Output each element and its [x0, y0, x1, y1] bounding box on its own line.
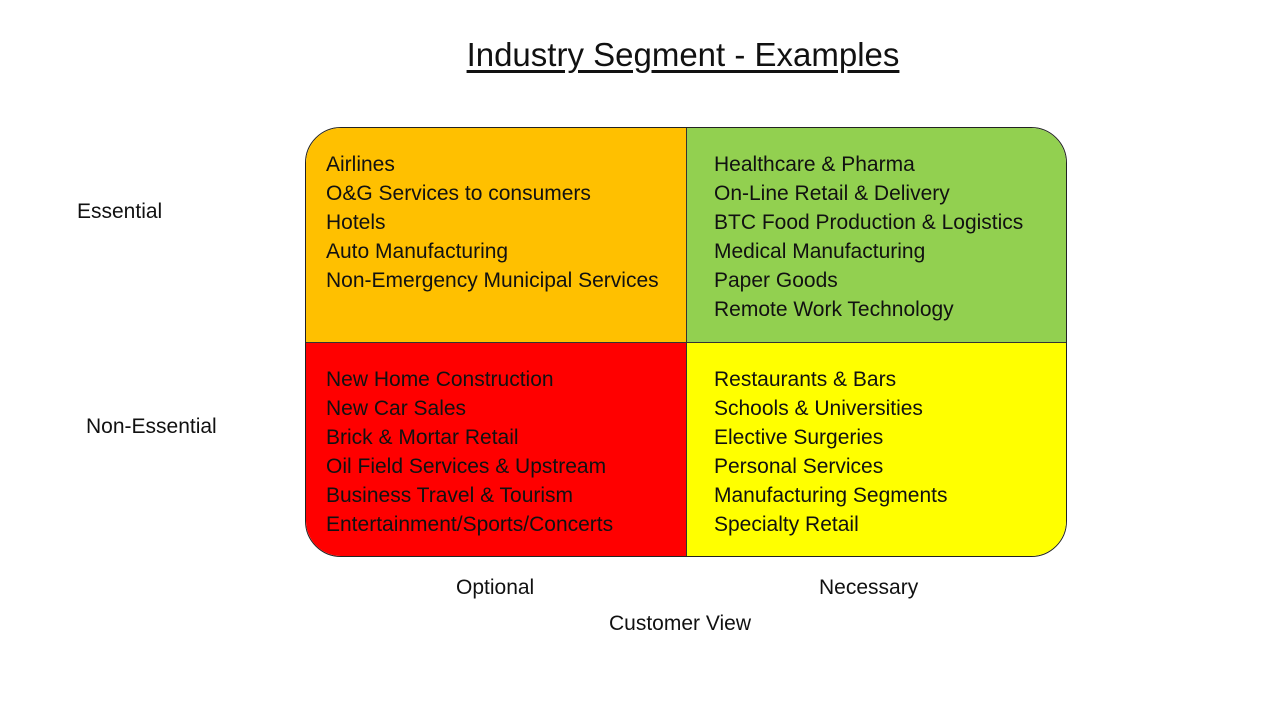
quadrant-item: Paper Goods — [714, 269, 838, 292]
quadrant-item: O&G Services to consumers — [326, 182, 591, 205]
quadrant-item: Airlines — [326, 153, 395, 176]
quadrant-item: Elective Surgeries — [714, 426, 884, 449]
quadrant-item: BTC Food Production & Logistics — [714, 211, 1024, 234]
quadrant-item: New Home Construction — [326, 368, 554, 391]
quadrant-item: Personal Services — [714, 455, 884, 478]
row-label-essential: Essential — [77, 200, 163, 223]
quadrant-item: Restaurants & Bars — [714, 368, 897, 391]
slide-title: Industry Segment - Examples — [466, 36, 900, 73]
quadrant-item: Non-Emergency Municipal Services — [326, 269, 659, 292]
quadrant-item: Entertainment/Sports/Concerts — [326, 513, 614, 536]
axis-label-customer-view: Customer View — [609, 612, 751, 635]
row-label-non-essential: Non-Essential — [86, 415, 217, 438]
quadrant-item: Schools & Universities — [714, 397, 923, 420]
quadrant-item: Manufacturing Segments — [714, 484, 948, 507]
quadrant-item: Specialty Retail — [714, 513, 859, 536]
column-label-optional: Optional — [456, 576, 535, 599]
quadrant-item: Oil Field Services & Upstream — [326, 455, 607, 478]
quadrant-item: Brick & Mortar Retail — [326, 426, 519, 449]
quadrant-item: Remote Work Technology — [714, 298, 954, 321]
quadrant-item: Healthcare & Pharma — [714, 153, 915, 176]
column-label-necessary: Necessary — [819, 576, 919, 599]
quadrant-item: Business Travel & Tourism — [326, 484, 574, 507]
quadrant-item: Hotels — [326, 211, 386, 234]
quadrant-item: Auto Manufacturing — [326, 240, 509, 263]
quadrant-item: New Car Sales — [326, 397, 467, 420]
quadrant-item: Medical Manufacturing — [714, 240, 926, 263]
quadrant-item: On-Line Retail & Delivery — [714, 182, 950, 205]
